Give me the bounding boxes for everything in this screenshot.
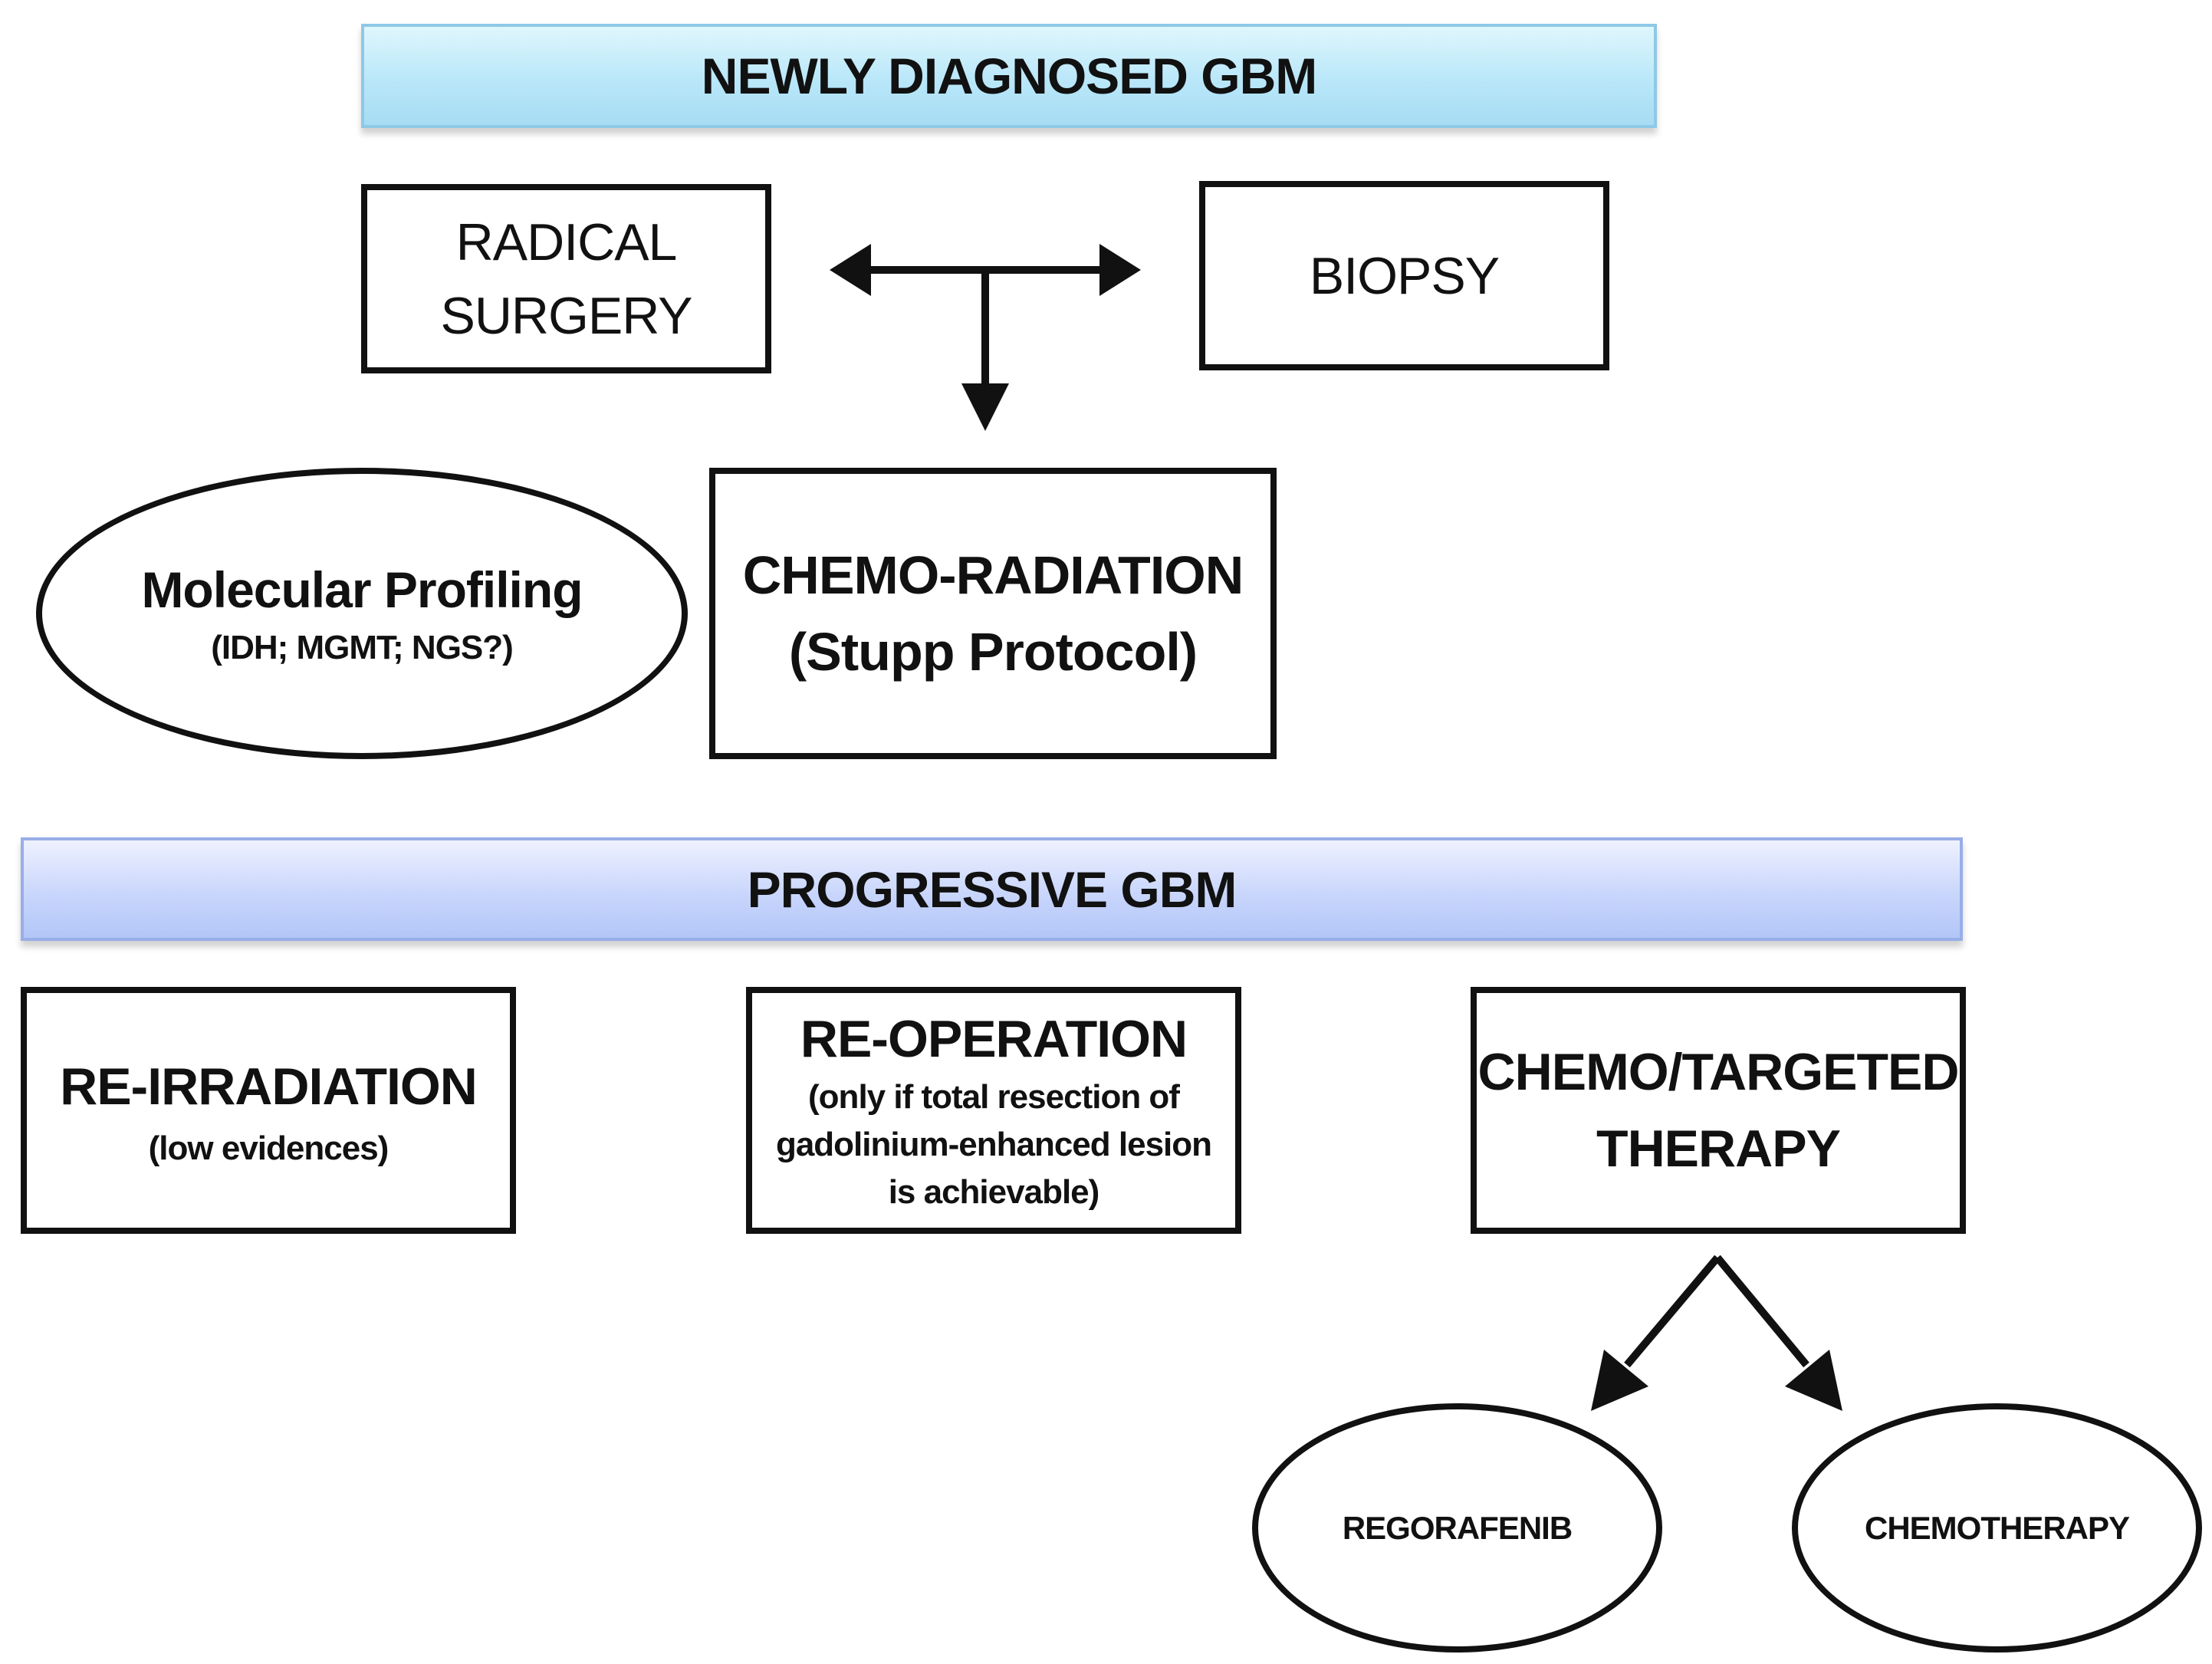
branch-right-connector [1714,1255,1809,1368]
radical-surgery-line2: SURGERY [440,286,692,345]
chemo-targeted-line1: CHEMO/TARGETED [1477,1043,1960,1101]
progressive-banner: PROGRESSIVE GBM [21,837,1963,941]
chemo-radiation-box: CHEMO-RADIATION (Stupp Protocol) [709,468,1277,759]
re-operation-title: RE-OPERATION [800,1010,1188,1068]
arrowhead-left [830,244,871,296]
re-irradiation-box: RE-IRRADIATION (low evidences) [21,987,516,1234]
radical-surgery-line1: RADICAL [455,212,678,271]
molecular-profiling-oval: Molecular Profiling (IDH; MGMT; NGS?) [36,468,688,759]
regorafenib-oval: REGORAFENIB [1252,1403,1662,1652]
newly-diagnosed-banner: NEWLY DIAGNOSED GBM [361,24,1657,128]
newly-diagnosed-title: NEWLY DIAGNOSED GBM [701,48,1317,104]
chemo-targeted-box: CHEMO/TARGETED THERAPY [1471,987,1966,1234]
radical-surgery-box: RADICAL SURGERY [361,184,771,373]
biopsy-box: BIOPSY [1199,181,1609,370]
re-operation-note-line1: (only if total resection of [808,1078,1180,1116]
arrowhead-chemotherapy [1785,1350,1842,1411]
chemo-targeted-line2: THERAPY [1596,1120,1841,1178]
chemo-radiation-line1: CHEMO-RADIATION [742,545,1244,605]
arrowhead-down [961,383,1009,431]
branch-left-connector [1624,1255,1721,1368]
re-operation-note-line2: gadolinium-enhanced lesion [775,1126,1212,1163]
chemotherapy-label: CHEMOTHERAPY [1864,1509,2130,1546]
re-irradiation-subtitle: (low evidences) [148,1130,389,1167]
molecular-profiling-title: Molecular Profiling [141,561,583,618]
arrowhead-regorafenib [1591,1350,1648,1411]
re-operation-box: RE-OPERATION (only if total resection of… [746,987,1241,1234]
chemotherapy-oval: CHEMOTHERAPY [1792,1403,2202,1652]
re-operation-note-line3: is achievable) [888,1173,1100,1211]
arrowhead-right [1099,244,1141,296]
biopsy-label: BIOPSY [1309,246,1500,305]
progressive-title: PROGRESSIVE GBM [747,860,1237,918]
re-irradiation-title: RE-IRRADIATION [60,1057,478,1116]
chemo-radiation-line2: (Stupp Protocol) [788,622,1198,682]
molecular-profiling-subtitle: (IDH; MGMT; NGS?) [211,629,514,666]
regorafenib-label: REGORAFENIB [1342,1509,1573,1546]
